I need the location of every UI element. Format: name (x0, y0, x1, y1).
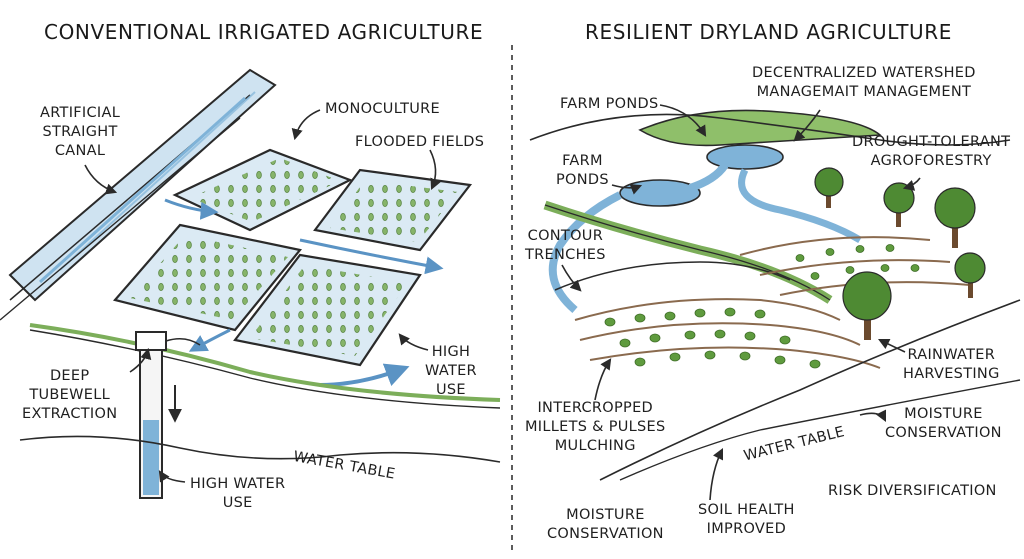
farm-ponds-label-2: FARM PONDS (556, 153, 609, 188)
intercropped-label: INTERCROPPED MILLETS & PULSES MULCHING (525, 400, 666, 454)
straight-canal (0, 68, 277, 321)
agroforestry-trees (814, 167, 986, 340)
moisture-conservation-label-right: MOISTURE CONSERVATION (885, 406, 1002, 441)
watershed-label: DECENTRALIZED WATERSHED MANAGEMAIT MANAG… (752, 65, 976, 100)
right-panel-title: RESILIENT DRYLAND AGRICULTURE (585, 20, 952, 44)
left-panel-title: CONVENTIONAL IRRIGATED AGRICULTURE (44, 20, 484, 44)
high-water-use-label-1: HIGH WATER USE (425, 344, 477, 398)
moisture-conservation-label-bottom: MOISTURE CONSERVATION (547, 507, 664, 542)
flooded-field-4 (233, 253, 422, 367)
high-water-use-label-2: HIGH WATER USE (190, 476, 286, 511)
contour-bands (543, 200, 971, 369)
flooded-field-3 (112, 223, 302, 332)
monoculture-label: MONOCULTURE (325, 101, 441, 117)
risk-diversification-label: RISK DIVERSIFICATION (828, 483, 997, 499)
water-table-line-left (19, 435, 501, 463)
soil-health-label: SOIL HEALTH IMPROVED (698, 502, 795, 537)
water-table-line-right (619, 379, 1021, 481)
tubewell-label: DEEP TUBEWELL EXTRACTION (22, 368, 118, 422)
agroforestry-label: DROUGHT-TOLERANT AGROFORESTRY (852, 134, 1011, 169)
rainwater-harvesting-label: RAINWATER HARVESTING (903, 347, 1000, 382)
field-edge-line (599, 299, 1021, 481)
canal-label: ARTIFICIAL STRAIGHT CANAL (40, 105, 121, 159)
farm-ponds (548, 144, 862, 314)
flooded-fields-label: FLOODED FIELDS (355, 134, 485, 150)
tubewell (135, 331, 201, 499)
hill (638, 109, 883, 147)
flooded-field-1 (172, 148, 353, 232)
grass-strip (29, 323, 501, 402)
contour-trenches-label: CONTOUR TRENCHES (525, 228, 606, 263)
farm-ponds-label-1: FARM PONDS (560, 96, 659, 112)
intercropped-plants (604, 244, 920, 369)
